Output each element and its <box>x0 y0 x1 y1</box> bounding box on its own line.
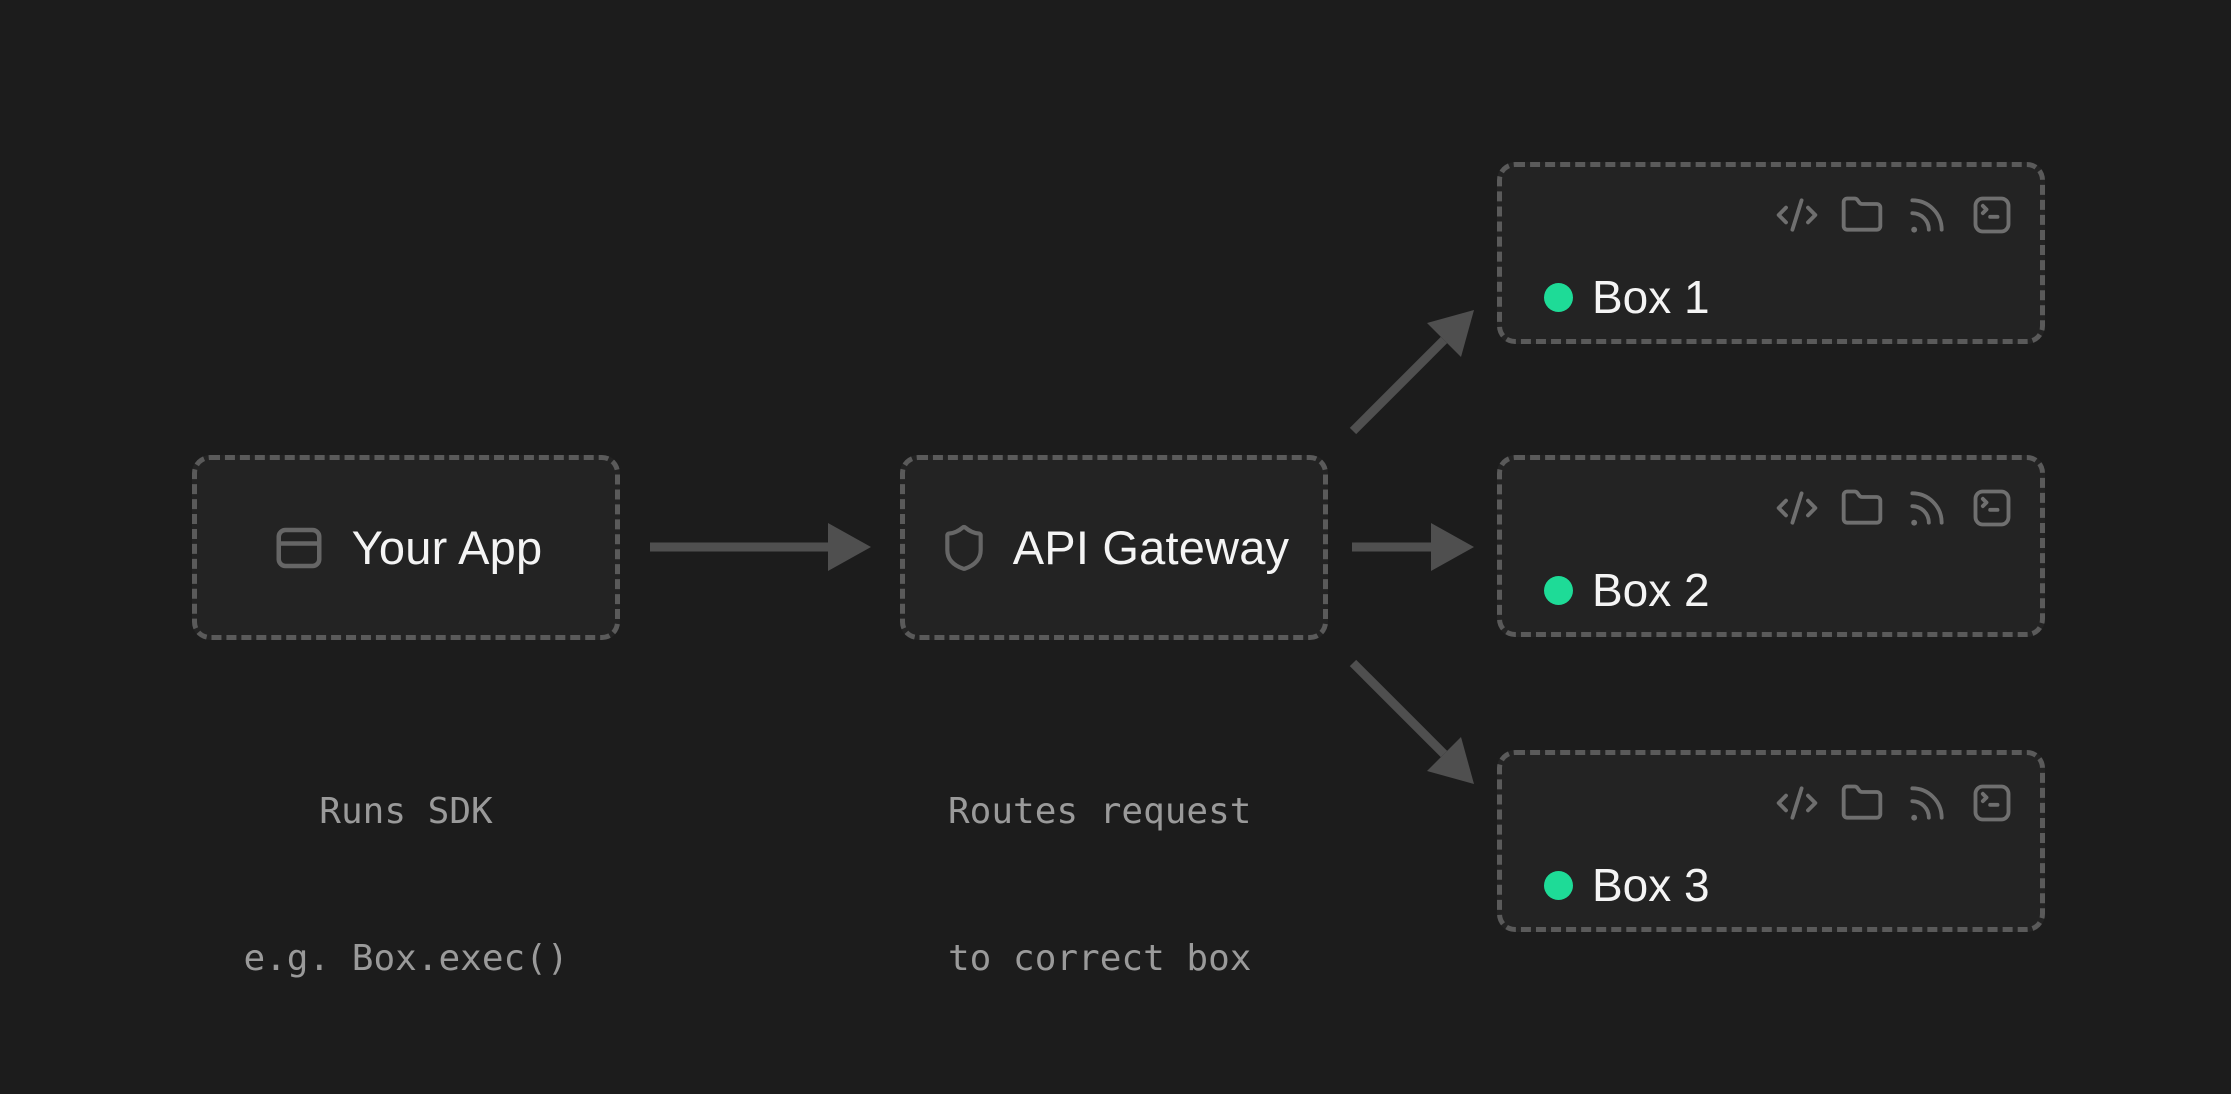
shield-icon <box>939 520 989 576</box>
gateway-caption-line2: to correct box <box>948 938 1252 979</box>
status-dot <box>1544 575 1573 605</box>
terminal-icon <box>1970 781 2014 825</box>
code-icon <box>1775 781 1819 825</box>
status-dot <box>1544 282 1573 312</box>
terminal-icon <box>1970 486 2014 530</box>
node-api-gateway: API Gateway <box>900 455 1328 640</box>
app-caption: Runs SDK e.g. Box.exec() <box>192 689 620 1081</box>
rss-icon <box>1905 781 1949 825</box>
arrow-gateway-to-box2 <box>1352 523 1474 571</box>
node-api-gateway-label: API Gateway <box>1012 521 1290 574</box>
box-3-label: Box 3 <box>1592 859 1710 911</box>
box-1-label-row: Box 1 <box>1544 270 1710 324</box>
gateway-caption: Routes request to correct box <box>948 689 1251 1081</box>
node-box-2: Box 2 <box>1497 455 2045 637</box>
node-your-app: Your App <box>192 455 620 640</box>
app-caption-line2: e.g. Box.exec() <box>243 938 569 979</box>
arrow-gateway-to-box1 <box>1349 310 1474 435</box>
code-icon <box>1775 193 1819 237</box>
box-2-label-row: Box 2 <box>1544 563 1710 617</box>
arrow-app-to-gateway <box>650 523 871 571</box>
box-1-icon-row <box>1775 193 2014 237</box>
node-box-3: Box 3 <box>1497 750 2045 932</box>
box-2-icon-row <box>1775 486 2014 530</box>
rss-icon <box>1905 193 1949 237</box>
app-window-icon <box>270 521 328 575</box>
node-box-1: Box 1 <box>1497 162 2045 344</box>
node-your-app-label: Your App <box>351 521 543 574</box>
status-dot <box>1544 870 1573 900</box>
arrow-gateway-to-box3 <box>1349 659 1474 784</box>
box-2-label: Box 2 <box>1592 564 1710 616</box>
box-3-label-row: Box 3 <box>1544 858 1710 912</box>
code-icon <box>1775 486 1819 530</box>
folder-icon <box>1840 781 1884 825</box>
folder-icon <box>1840 486 1884 530</box>
terminal-icon <box>1970 193 2014 237</box>
gateway-caption-line1: Routes request <box>948 791 1252 832</box>
app-caption-line1: Runs SDK <box>319 791 493 832</box>
box-3-icon-row <box>1775 781 2014 825</box>
rss-icon <box>1905 486 1949 530</box>
box-1-label: Box 1 <box>1592 271 1710 323</box>
folder-icon <box>1840 193 1884 237</box>
